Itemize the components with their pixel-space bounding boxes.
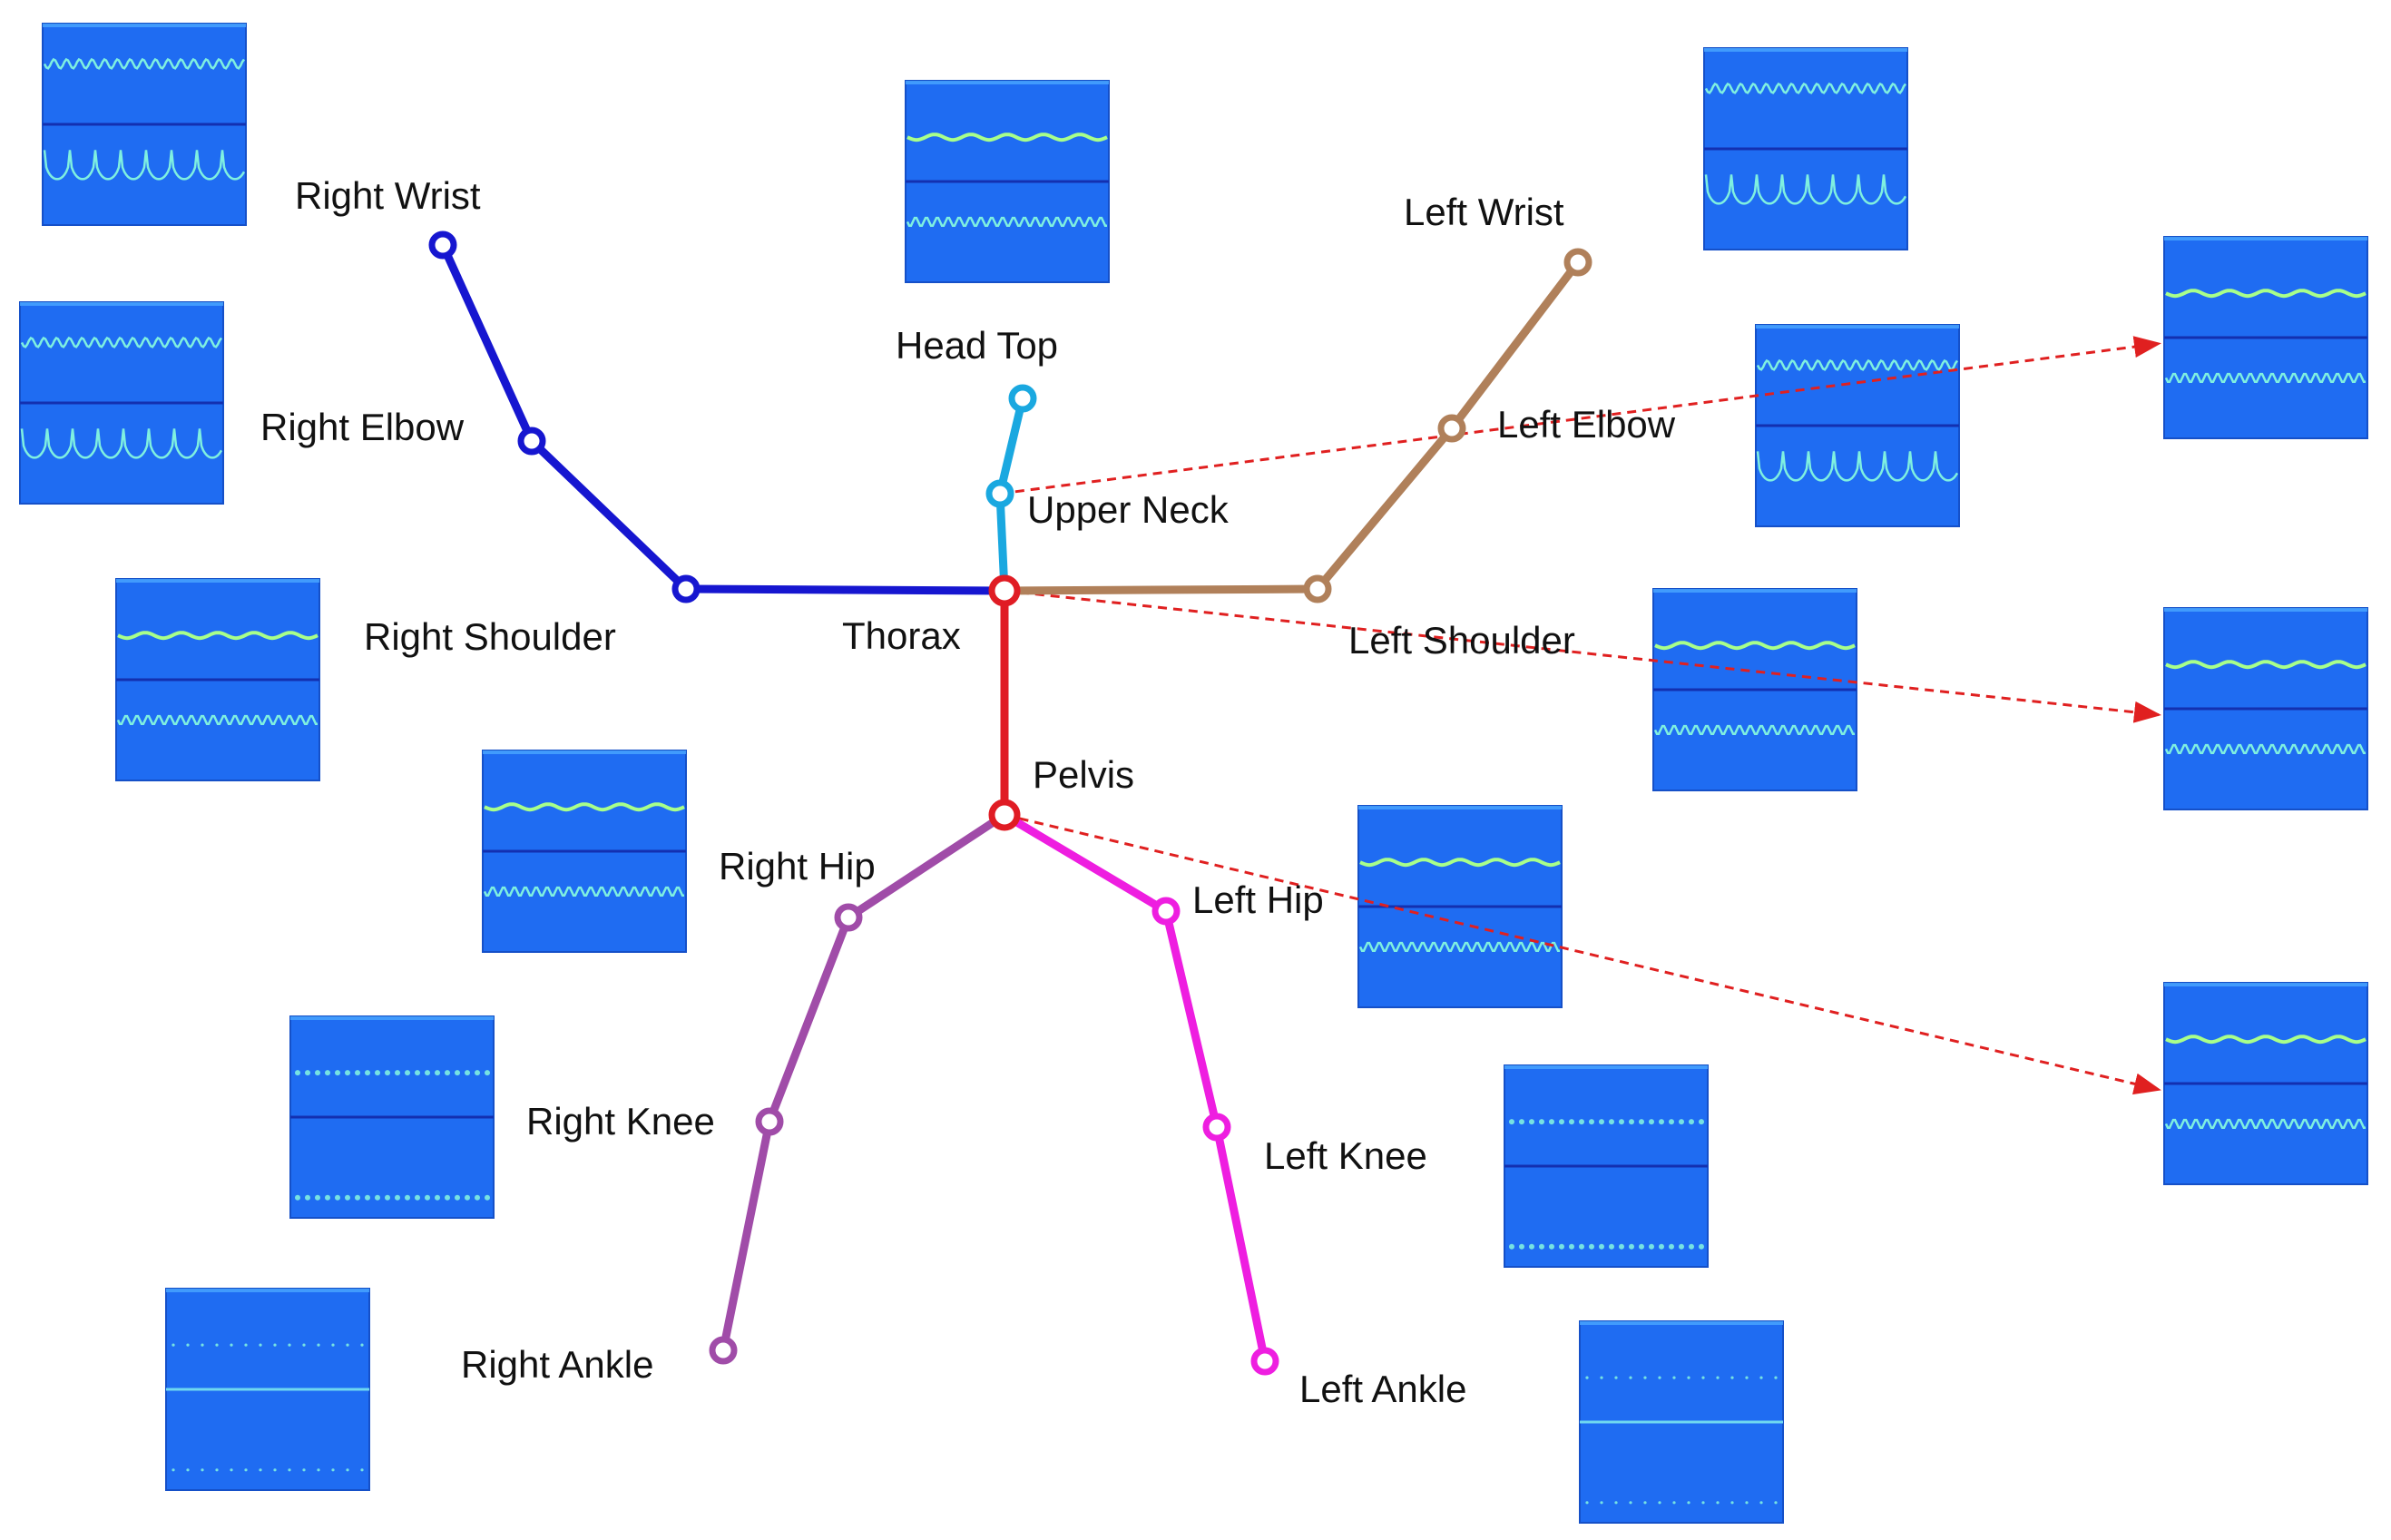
spectrogram-left-elbow: [1755, 324, 1960, 527]
label-thorax: Thorax: [842, 614, 961, 657]
joint-left-hip: [1151, 897, 1181, 926]
bone-right-hip-right-knee: [765, 913, 853, 1126]
joint-pelvis: [988, 799, 1021, 831]
bone-left-wrist-left-elbow: [1447, 258, 1583, 433]
joint-upper-neck: [985, 479, 1014, 508]
label-right-ankle: Right Ankle: [461, 1343, 653, 1386]
label-head-top: Head Top: [896, 324, 1058, 367]
spectrogram-left-hip: [1357, 805, 1563, 1008]
joint-layer: [428, 231, 1592, 1376]
joint-left-wrist: [1563, 248, 1592, 277]
spectrogram-right-elbow: [19, 301, 224, 505]
joint-right-knee: [755, 1107, 784, 1136]
bone-right-shoulder-thorax: [681, 584, 1009, 595]
bone-layer: [438, 240, 1583, 1366]
label-upper-neck: Upper Neck: [1027, 488, 1230, 531]
arrow-layer: [999, 336, 2161, 1095]
label-right-hip: Right Hip: [719, 845, 876, 888]
joint-right-wrist: [428, 231, 457, 260]
bone-right-elbow-right-shoulder: [527, 436, 691, 593]
joint-left-ankle: [1250, 1347, 1279, 1376]
bone-left-knee-left-ankle: [1212, 1123, 1269, 1366]
spectrogram-right-wrist: [42, 23, 247, 226]
spectrogram-left-shoulder: [1652, 588, 1857, 791]
spectrogram-far-bottom: [2163, 982, 2368, 1185]
spectrogram-left-ankle: [1579, 1320, 1784, 1524]
bone-right-wrist-right-elbow: [438, 240, 536, 446]
spectrogram-head-top: [905, 80, 1110, 283]
label-right-wrist: Right Wrist: [295, 174, 481, 217]
spectrogram-right-hip: [482, 750, 687, 953]
joint-left-elbow: [1437, 414, 1466, 443]
label-left-shoulder: Left Shoulder: [1348, 619, 1575, 662]
bone-upper-neck-thorax: [995, 489, 1009, 595]
bone-pelvis-right-hip: [844, 810, 1009, 922]
spectrogram-far-top: [2163, 236, 2368, 439]
spectrogram-left-knee: [1504, 1064, 1709, 1268]
joint-left-shoulder: [1303, 574, 1332, 603]
label-left-hip: Left Hip: [1192, 878, 1324, 921]
spectrogram-right-shoulder: [115, 578, 320, 781]
spectrogram-layer: [19, 23, 2368, 1524]
bone-pelvis-left-hip: [1000, 810, 1171, 916]
label-left-ankle: Left Ankle: [1299, 1368, 1466, 1410]
bone-right-knee-right-ankle: [719, 1117, 774, 1355]
bone-left-shoulder-thorax: [1000, 584, 1322, 595]
arrow-pelvis-to-far-bottom: [1004, 813, 2161, 1095]
spectrogram-left-wrist: [1703, 47, 1908, 250]
joint-right-hip: [834, 903, 863, 932]
bone-left-elbow-left-shoulder: [1313, 424, 1456, 593]
arrow-thorax-to-far-mid: [1004, 589, 2161, 723]
label-left-elbow: Left Elbow: [1497, 403, 1676, 446]
bone-left-hip-left-knee: [1161, 907, 1221, 1132]
label-right-elbow: Right Elbow: [260, 406, 465, 448]
label-left-wrist: Left Wrist: [1404, 191, 1564, 233]
label-pelvis: Pelvis: [1033, 753, 1134, 796]
joint-right-ankle: [709, 1336, 738, 1365]
joint-thorax: [988, 574, 1021, 607]
label-right-knee: Right Knee: [526, 1100, 715, 1143]
joint-left-knee: [1202, 1113, 1231, 1142]
spectrogram-right-knee: [289, 1015, 495, 1219]
spectrogram-far-mid: [2163, 607, 2368, 810]
joint-right-elbow: [517, 427, 546, 456]
arrow-upper-neck-to-far-top: [999, 336, 2161, 495]
spectrogram-right-ankle: [165, 1288, 370, 1491]
joint-right-shoulder: [671, 574, 701, 603]
label-left-knee: Left Knee: [1264, 1134, 1427, 1177]
joint-head-top: [1008, 384, 1037, 413]
bone-head-top-upper-neck: [995, 394, 1027, 498]
label-right-shoulder: Right Shoulder: [364, 615, 616, 658]
